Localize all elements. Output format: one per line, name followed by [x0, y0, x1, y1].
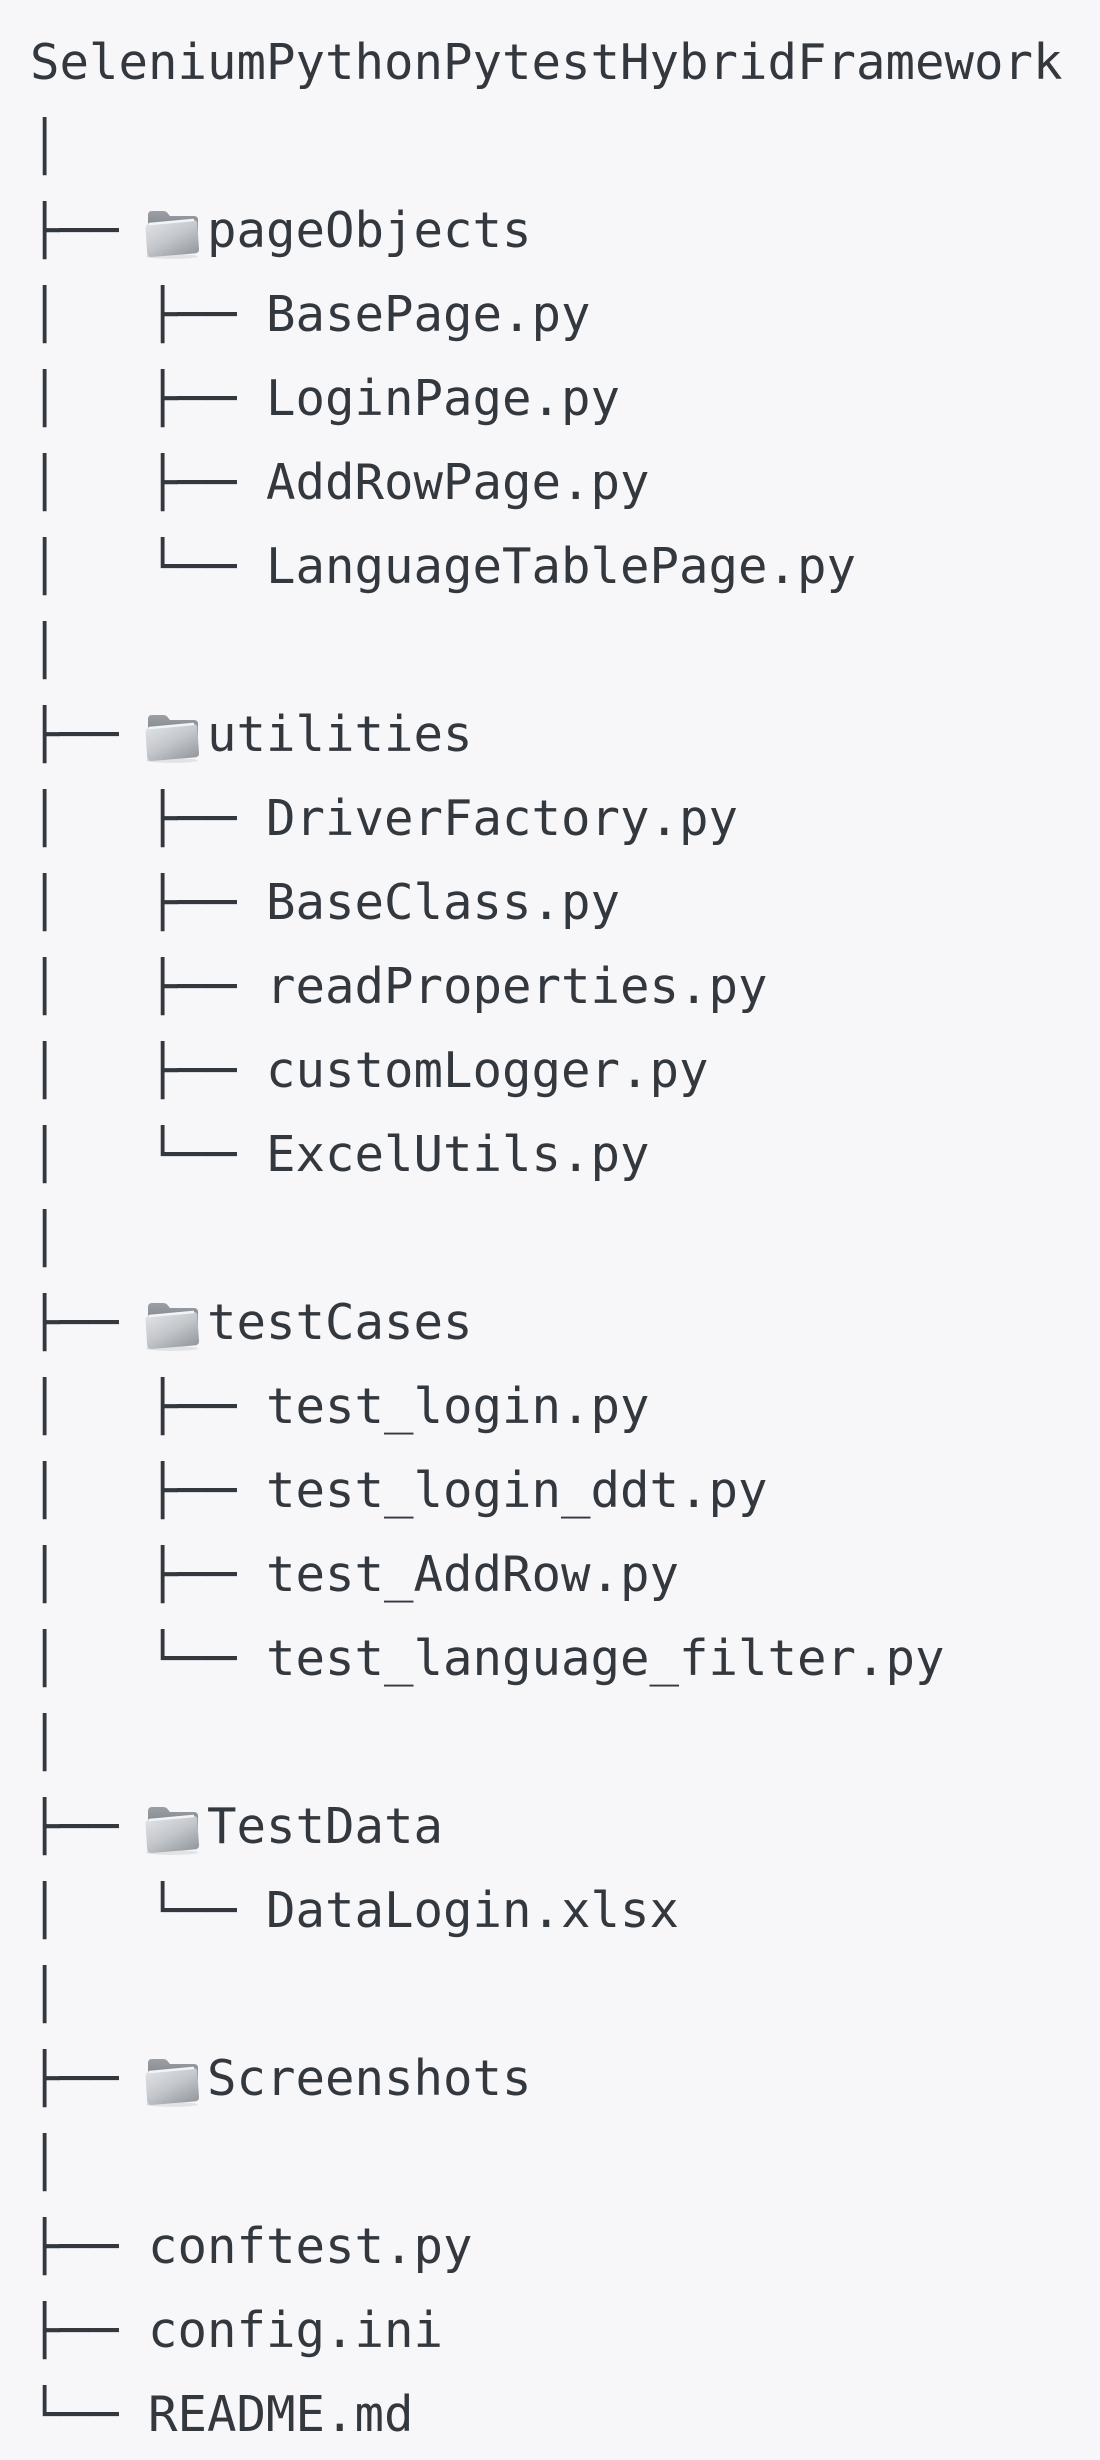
page-title-row: SeleniumPythonPytestHybridFramework: [30, 21, 1100, 105]
file-row: │ ├── readProperties.py: [30, 945, 1100, 1029]
tree-connector: │ ├──: [30, 370, 267, 427]
file-row: │ ├── LoginPage.py: [30, 357, 1100, 441]
file-row: │ ├── DriverFactory.py: [30, 777, 1100, 861]
folder-name: TestData: [207, 1798, 444, 1855]
page-title: SeleniumPythonPytestHybridFramework: [30, 34, 1063, 91]
file-name: LanguageTablePage.py: [266, 538, 857, 595]
folder-row-utilities: ├── utilities: [30, 693, 1100, 777]
tree-connector: │ ├──: [30, 1042, 267, 1099]
spacer-row: │: [30, 609, 1100, 693]
file-row: │ └── test_language_filter.py: [30, 1617, 1100, 1701]
file-row: │ ├── test_login.py: [30, 1365, 1100, 1449]
file-name: test_language_filter.py: [266, 1630, 945, 1687]
tree-connector: │ ├──: [30, 286, 267, 343]
file-row: │ └── LanguageTablePage.py: [30, 525, 1100, 609]
file-row: ├── config.ini: [30, 2289, 1100, 2373]
file-name: DataLogin.xlsx: [266, 1882, 680, 1939]
folder-icon: [145, 2037, 207, 2121]
file-name: readProperties.py: [266, 958, 768, 1015]
tree-connector: ├──: [30, 706, 149, 763]
file-name: conftest.py: [148, 2218, 473, 2275]
file-row: │ └── DataLogin.xlsx: [30, 1869, 1100, 1953]
tree-connector: │ └──: [30, 1630, 267, 1687]
file-row: └── README.md: [30, 2373, 1100, 2457]
file-row: ├── conftest.py: [30, 2205, 1100, 2289]
folder-name: pageObjects: [207, 202, 532, 259]
spacer-row: │: [30, 1953, 1100, 2037]
tree-connector: ├──: [30, 2218, 149, 2275]
tree-line: │: [30, 1966, 60, 2023]
tree-line: │: [30, 118, 60, 175]
folder-name: testCases: [207, 1294, 473, 1351]
folder-row-testcases: ├── testCases: [30, 1281, 1100, 1365]
folder-name: Screenshots: [207, 2050, 532, 2107]
file-name: DriverFactory.py: [266, 790, 739, 847]
file-name: ExcelUtils.py: [266, 1126, 650, 1183]
tree-connector: │ └──: [30, 1126, 267, 1183]
folder-icon: [145, 1281, 207, 1365]
file-name: LoginPage.py: [266, 370, 621, 427]
tree-connector: │ └──: [30, 538, 267, 595]
file-name: BaseClass.py: [266, 874, 621, 931]
tree-connector: ├──: [30, 2050, 149, 2107]
file-name: AddRowPage.py: [266, 454, 650, 511]
tree-connector: │ ├──: [30, 958, 267, 1015]
folder-icon: [145, 693, 207, 777]
file-name: README.md: [148, 2386, 414, 2443]
tree-connector: ├──: [30, 2302, 149, 2359]
file-row: │ ├── test_AddRow.py: [30, 1533, 1100, 1617]
file-row: │ ├── customLogger.py: [30, 1029, 1100, 1113]
file-row: │ ├── BaseClass.py: [30, 861, 1100, 945]
file-row: │ ├── AddRowPage.py: [30, 441, 1100, 525]
spacer-row: │: [30, 105, 1100, 189]
tree-connector: │ ├──: [30, 454, 267, 511]
tree-connector: ├──: [30, 1294, 149, 1351]
tree-connector: ├──: [30, 202, 149, 259]
tree-connector: │ ├──: [30, 1462, 267, 1519]
file-row: │ ├── test_login_ddt.py: [30, 1449, 1100, 1533]
file-row: │ ├── BasePage.py: [30, 273, 1100, 357]
tree-line: │: [30, 2134, 60, 2191]
file-name: test_login_ddt.py: [266, 1462, 768, 1519]
tree-connector: │ ├──: [30, 1546, 267, 1603]
tree-connector: └──: [30, 2386, 149, 2443]
folder-icon: [145, 1785, 207, 1869]
file-name: config.ini: [148, 2302, 444, 2359]
folder-row-testdata: ├── TestData: [30, 1785, 1100, 1869]
tree-connector: ├──: [30, 1798, 149, 1855]
spacer-row: │: [30, 2121, 1100, 2205]
tree-connector: │ ├──: [30, 874, 267, 931]
file-name: BasePage.py: [266, 286, 591, 343]
file-name: test_login.py: [266, 1378, 650, 1435]
folder-row-pageobjects: ├── pageObjects: [30, 189, 1100, 273]
spacer-row: │: [30, 1197, 1100, 1281]
tree-line: │: [30, 1714, 60, 1771]
tree-connector: │ ├──: [30, 1378, 267, 1435]
file-row: │ └── ExcelUtils.py: [30, 1113, 1100, 1197]
file-name: test_AddRow.py: [266, 1546, 680, 1603]
folder-row-screenshots: ├── Screenshots: [30, 2037, 1100, 2121]
tree-connector: │ ├──: [30, 790, 267, 847]
tree-connector: │ └──: [30, 1882, 267, 1939]
spacer-row: │: [30, 1701, 1100, 1785]
folder-icon: [145, 189, 207, 273]
tree-line: │: [30, 1210, 60, 1267]
folder-name: utilities: [207, 706, 473, 763]
tree-line: │: [30, 622, 60, 679]
file-name: customLogger.py: [266, 1042, 709, 1099]
